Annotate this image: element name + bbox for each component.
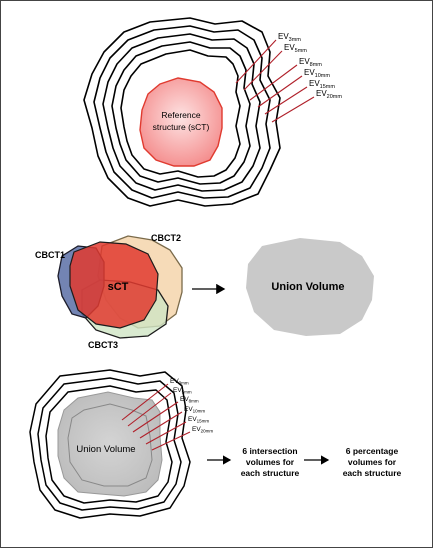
cbct2-label: CBCT2 (151, 233, 181, 243)
cbct1-label: CBCT1 (35, 250, 65, 260)
ev-label: EV20mm (192, 426, 213, 434)
ev-leader-1 (235, 39, 277, 84)
ev-label: EV5mm (284, 43, 307, 54)
ev-leader-6 (151, 431, 191, 451)
ev-leader-5 (264, 86, 308, 115)
ev-leader-2 (243, 50, 283, 91)
contour-ring-2 (37, 377, 182, 511)
contour-ring-1 (83, 17, 281, 207)
ev-label: EV5mm (173, 387, 192, 395)
ev-label: EV20mm (316, 89, 342, 100)
union-volume-shape (57, 391, 163, 497)
panel-expanded-volumes: Reference structure (sCT) EV3mm EV5mm EV… (83, 17, 342, 207)
ev-label: EV15mm (188, 416, 209, 424)
ev-label: EV8mm (180, 396, 199, 404)
ev-label: EV15mm (309, 79, 335, 90)
ev-leader-3 (249, 64, 298, 101)
contour-ring-4 (111, 41, 251, 185)
ev-leader-3 (132, 401, 179, 433)
step1-line2: volumes for (246, 457, 295, 467)
ev-leader-lines (121, 383, 191, 451)
reference-structure-sct (139, 77, 223, 167)
ev-leader-lines (235, 39, 315, 123)
ev-leader-4 (139, 411, 183, 439)
contour-ring-3 (45, 385, 173, 504)
cbct3-label: CBCT3 (88, 340, 118, 350)
union-volume-label: Union Volume (271, 281, 344, 293)
ev-leader-5 (145, 421, 187, 445)
ev-label: EV3mm (170, 378, 189, 386)
step1-line1: 6 intersection (242, 446, 297, 456)
contour-ring-3 (102, 33, 261, 192)
contour-ring-5 (120, 49, 241, 178)
ev-labels-panel3: EV3mm EV5mm EV8mm EV10mm EV15mm EV20mm (170, 378, 213, 434)
ev-leader-6 (271, 96, 315, 123)
sct-structure (69, 241, 159, 329)
expansion-contours (83, 17, 281, 207)
step2-line3: each structure (343, 468, 402, 478)
panel-intersections: Union Volume EV3mm EV5mm EV8mm EV10mm EV… (29, 369, 402, 519)
ev-leader-4 (257, 75, 303, 108)
reference-label-line1: Reference (161, 110, 200, 120)
step2-line1: 6 percentage (346, 446, 399, 456)
step2-line2: volumes for (348, 457, 397, 467)
ev-label: EV10mm (184, 406, 205, 414)
reference-label-line2: structure (sCT) (153, 122, 210, 132)
ev-leader-1 (121, 383, 169, 421)
ev-labels-panel1: EV3mm EV5mm EV8mm EV10mm EV15mm EV20mm (278, 32, 342, 100)
panel-union: CBCT1 CBCT2 CBCT3 sCT Union Volume (35, 233, 374, 350)
ev-label: EV10mm (304, 68, 330, 79)
ev-label: EV3mm (278, 32, 301, 43)
expansion-contours-union (29, 369, 191, 519)
ev-label: EV8mm (299, 57, 322, 68)
percentage-volumes-text: 6 percentage volumes for each structure (343, 446, 402, 478)
step1-line3: each structure (241, 468, 300, 478)
union-volume-shape (246, 238, 374, 336)
contour-ring-1 (29, 369, 191, 519)
intersection-volumes-text: 6 intersection volumes for each structur… (241, 446, 300, 478)
contour-ring-2 (93, 25, 271, 199)
union-volume-label: Union Volume (76, 444, 135, 455)
sct-label: sCT (108, 281, 129, 293)
ev-leader-2 (127, 392, 172, 427)
